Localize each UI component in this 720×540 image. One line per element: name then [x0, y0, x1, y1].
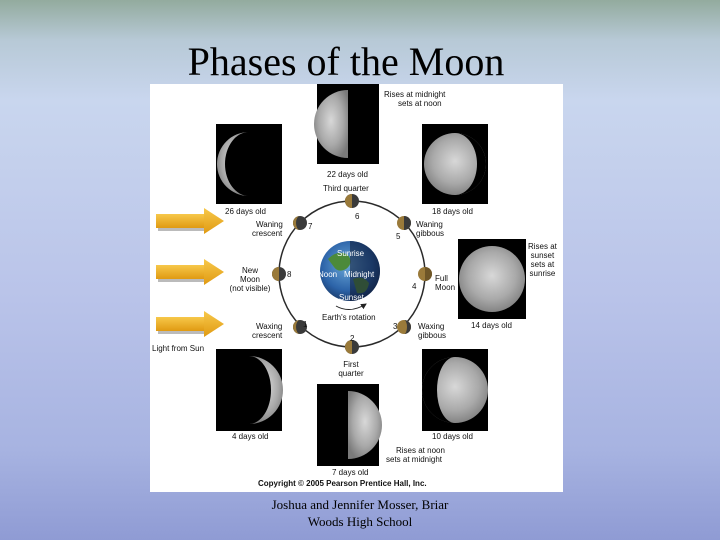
- footer-line-2: Woods High School: [307, 514, 413, 529]
- photo-4-days: [216, 349, 283, 431]
- moon-photos: [216, 84, 526, 466]
- moon-phases-diagram: Rises at midnight sets at noon 22 days o…: [150, 84, 563, 492]
- label-waning-gibbous: Waning gibbous: [416, 220, 444, 238]
- sunlight-arrows: [156, 208, 224, 337]
- label-rises-sunset-line1: Rises at: [528, 242, 557, 251]
- label-full-moon-line2: Moon: [435, 283, 456, 292]
- label-4-days: 4 days old: [232, 432, 269, 441]
- label-new-moon-line3: (not visible): [229, 284, 271, 293]
- earth: [320, 241, 380, 301]
- photo-18-days: [422, 124, 488, 204]
- orbit-moon-waning-crescent: [293, 216, 307, 230]
- label-waning-gibbous-line2: gibbous: [416, 229, 445, 238]
- photo-14-days: [458, 239, 526, 319]
- label-new-moon: New Moon (not visible): [227, 266, 273, 293]
- label-rises-noon: Rises at noon sets at midnight: [386, 446, 445, 464]
- label-number-1: 1: [303, 320, 308, 329]
- photo-10-days: [422, 349, 488, 431]
- orbit-moon-waning-gibbous: [397, 216, 411, 230]
- orbit-moon-first-quarter: [345, 340, 359, 354]
- label-waxing-gibbous: Waxing gibbous: [418, 322, 446, 340]
- label-sunrise: Sunrise: [337, 249, 365, 258]
- label-waxing-gibbous-line2: gibbous: [418, 331, 447, 340]
- label-waning-crescent-line1: Waning: [256, 220, 283, 229]
- label-7-days: 7 days old: [332, 468, 369, 477]
- label-number-8: 8: [287, 270, 292, 279]
- orbit-moon-new: [272, 267, 286, 281]
- label-midnight: Midnight: [344, 270, 375, 279]
- label-earth-rotation: Earth's rotation: [322, 313, 376, 322]
- label-new-moon-line1: New: [241, 266, 258, 275]
- label-first-quarter-line2: quarter: [338, 369, 364, 378]
- label-noon: Noon: [318, 270, 338, 279]
- label-waxing-crescent: Waxing crescent: [252, 322, 283, 340]
- label-waning-crescent: Waning crescent: [252, 220, 283, 238]
- label-waxing-gibbous-line1: Waxing: [418, 322, 445, 331]
- label-number-4: 4: [412, 282, 417, 291]
- label-number-5: 5: [396, 232, 401, 241]
- label-22-days: 22 days old: [327, 170, 368, 179]
- label-rises-midnight-line2: sets at noon: [398, 99, 442, 108]
- label-number-3: 3: [393, 322, 398, 331]
- rotation-arrow: [335, 303, 367, 310]
- orbit-moon-waxing-crescent: [293, 320, 307, 334]
- orbit-moon-waxing-gibbous: [397, 320, 411, 334]
- label-waxing-crescent-line1: Waxing: [256, 322, 283, 331]
- sun-arrow-bottom: [156, 311, 224, 337]
- label-sunset: Sunset: [339, 293, 364, 302]
- slide-footer: Joshua and Jennifer Mosser, Briar Woods …: [180, 496, 540, 530]
- label-14-days: 14 days old: [471, 321, 512, 330]
- label-rises-sunset: Rises at sunset sets at sunrise: [528, 242, 557, 278]
- sun-arrow-top: [156, 208, 224, 234]
- photo-22-days: [314, 84, 379, 164]
- label-18-days: 18 days old: [432, 207, 473, 216]
- label-rises-sunset-line2: sunset: [530, 251, 555, 260]
- label-rises-noon-line1: Rises at noon: [396, 446, 445, 455]
- label-number-6: 6: [355, 212, 360, 221]
- label-rises-sunset-line3: sets at: [530, 260, 555, 269]
- label-number-7: 7: [308, 222, 313, 231]
- orbit-moon-full: [418, 267, 432, 281]
- label-first-quarter: First quarter: [336, 360, 366, 378]
- orbit-moon-third-quarter: [345, 194, 359, 208]
- label-light-from-sun: Light from Sun: [152, 344, 205, 353]
- diagram-graphics: [156, 84, 526, 466]
- label-new-moon-line2: Moon: [239, 275, 260, 284]
- label-number-2: 2: [350, 334, 355, 343]
- copyright: Copyright © 2005 Pearson Prentice Hall, …: [258, 479, 427, 488]
- label-waxing-crescent-line2: crescent: [252, 331, 283, 340]
- photo-7-days: [317, 384, 382, 466]
- label-rises-noon-line2: sets at midnight: [386, 455, 443, 464]
- label-waning-gibbous-line1: Waning: [416, 220, 443, 229]
- orbit-moons: [272, 194, 432, 354]
- sun-arrow-middle: [156, 259, 224, 285]
- label-full-moon-line1: Full: [435, 274, 448, 283]
- label-rises-sunset-line4: sunrise: [529, 269, 556, 278]
- slide-title: Phases of the Moon: [187, 39, 505, 84]
- footer-line-1: Joshua and Jennifer Mosser, Briar: [271, 497, 449, 512]
- label-third-quarter: Third quarter: [323, 184, 369, 193]
- label-26-days: 26 days old: [225, 207, 266, 216]
- label-full-moon: Full Moon: [435, 274, 455, 292]
- label-waning-crescent-line2: crescent: [252, 229, 283, 238]
- label-10-days: 10 days old: [432, 432, 473, 441]
- label-rises-midnight: Rises at midnight sets at noon: [384, 90, 445, 108]
- photo-26-days: [216, 124, 282, 204]
- label-first-quarter-line1: First: [343, 360, 359, 369]
- label-rises-midnight-line1: Rises at midnight: [384, 90, 446, 99]
